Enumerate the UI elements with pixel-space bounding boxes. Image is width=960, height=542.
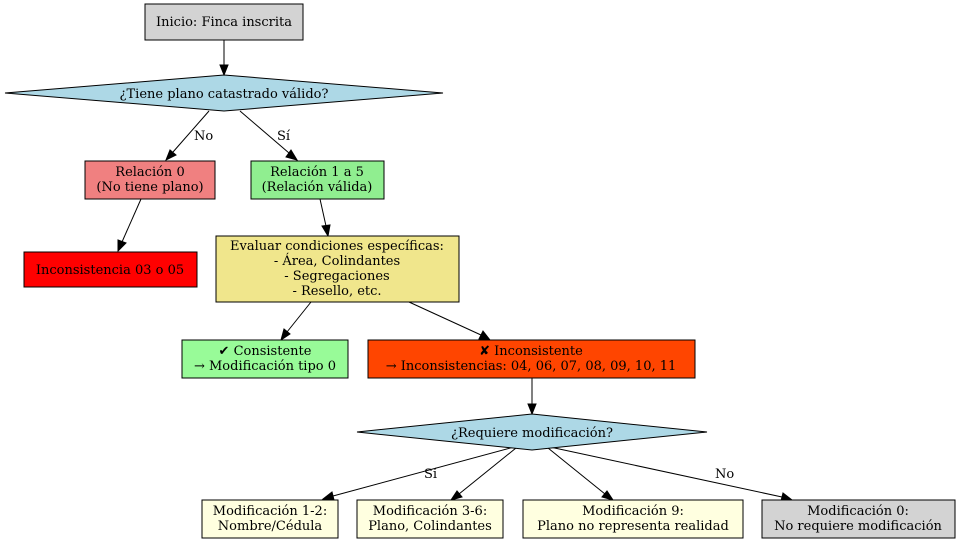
node-inconsistent: ✘ Inconsistente → Inconsistencias: 04, 0… xyxy=(367,339,696,379)
edge-label-plan-no: No xyxy=(194,129,213,144)
edge-label-plan-yes: Sí xyxy=(277,129,291,144)
node-mod-9: Modificación 9: Plano no representa real… xyxy=(522,499,744,539)
node-evaluate-line-2: - Área, Colindantes xyxy=(274,253,400,269)
arrowhead xyxy=(449,490,463,501)
edge-requires-to-mod-0 xyxy=(549,446,783,498)
node-has-plan-line: ¿Tiene plano catastrado válido? xyxy=(120,87,329,102)
node-requires-mod-decision: ¿Requiere modificación? xyxy=(356,413,708,451)
node-inconsistency-03-05: Inconsistencia 03 o 05 xyxy=(23,251,198,288)
edge-labels: No Sí Sí No xyxy=(194,129,734,482)
arrowhead xyxy=(117,239,127,253)
node-relation-0-line-2: (No tiene plano) xyxy=(96,180,203,195)
node-mod-9-box xyxy=(522,499,744,539)
node-inconsistency-03-05-box xyxy=(23,251,198,288)
node-relation-0: Relación 0 (No tiene plano) xyxy=(84,160,216,200)
arrowhead xyxy=(478,330,492,341)
node-evaluate-line-4: - Resello, etc. xyxy=(292,284,381,299)
edge-label-mod-yes: Sí xyxy=(424,467,438,482)
node-evaluate-box xyxy=(215,235,460,303)
edge-requires-to-mod-9 xyxy=(547,447,606,495)
arrowhead xyxy=(165,149,177,162)
node-start: Inicio: Finca inscrita xyxy=(144,3,304,41)
node-has-plan-decision: ¿Tiene plano catastrado válido? xyxy=(4,74,444,112)
node-consistent: ✔ Consistente → Modificación tipo 0 xyxy=(181,339,349,379)
edge-requires-to-mod-3-6 xyxy=(458,447,517,495)
node-has-plan-diamond xyxy=(4,74,444,112)
node-inconsistent-box xyxy=(367,339,696,379)
node-consistent-line-2: → Modificación tipo 0 xyxy=(194,359,336,374)
edge-evaluate-to-inconsistent xyxy=(408,301,482,336)
node-mod-3-6: Modificación 3-6: Plano, Colindantes xyxy=(356,499,504,539)
node-requires-mod-line: ¿Requiere modificación? xyxy=(451,426,613,441)
arrowhead xyxy=(280,328,291,342)
edge-relation-0-to-inconsistency xyxy=(121,198,142,243)
node-relation-1-5-box xyxy=(250,160,385,200)
node-mod-3-6-box xyxy=(356,499,504,539)
edge-label-mod-no: No xyxy=(715,467,734,482)
node-mod-3-6-line-2: Plano, Colindantes xyxy=(368,519,492,534)
node-mod-0-line-2: No requiere modificación xyxy=(774,519,942,534)
node-requires-mod-diamond xyxy=(356,413,708,451)
edges xyxy=(117,40,794,502)
node-mod-0: Modificación 0: No requiere modificación xyxy=(761,499,956,539)
node-consistent-box xyxy=(181,339,349,379)
node-mod-3-6-line-1: Modificación 3-6: xyxy=(373,504,487,519)
edge-evaluate-to-consistent xyxy=(286,301,312,333)
node-relation-1-5: Relación 1 a 5 (Relación válida) xyxy=(250,160,385,200)
arrowhead xyxy=(321,491,335,501)
node-evaluate-line-3: - Segregaciones xyxy=(284,269,389,284)
node-mod-1-2-line-1: Modificación 1-2: xyxy=(213,504,327,519)
node-mod-9-line-1: Modificación 9: xyxy=(582,504,684,519)
node-relation-1-5-line-2: (Relación válida) xyxy=(262,180,373,195)
node-mod-0-line-1: Modificación 0: xyxy=(807,504,909,519)
node-mod-9-line-2: Plano no representa realidad xyxy=(537,519,729,534)
node-inconsistency-03-05-line: Inconsistencia 03 o 05 xyxy=(36,263,184,278)
node-evaluate: Evaluar condiciones específicas: - Área,… xyxy=(215,235,460,303)
arrowhead xyxy=(285,149,299,161)
edge-requires-to-mod-1-2 xyxy=(332,446,515,497)
node-mod-1-2: Modificación 1-2: Nombre/Cédula xyxy=(201,499,339,539)
node-inconsistent-line-1: ✘ Inconsistente xyxy=(479,344,583,359)
arrowhead xyxy=(601,490,615,501)
node-start-box xyxy=(144,3,304,41)
edge-relation-1-5-to-evaluate xyxy=(319,198,327,227)
node-start-line: Inicio: Finca inscrita xyxy=(156,15,292,30)
arrowhead xyxy=(219,64,229,77)
node-mod-1-2-box xyxy=(201,499,339,539)
node-mod-0-box xyxy=(761,499,956,539)
node-evaluate-line-1: Evaluar condiciones específicas: xyxy=(230,239,444,254)
arrowhead xyxy=(321,224,331,238)
arrowhead xyxy=(527,403,537,416)
node-inconsistent-line-2: → Inconsistencias: 04, 06, 07, 08, 09, 1… xyxy=(386,359,677,374)
node-relation-0-line-1: Relación 0 xyxy=(115,165,184,180)
edge-decision-to-relation-1-5 xyxy=(239,110,290,154)
edge-decision-to-relation-0 xyxy=(172,110,210,153)
node-relation-1-5-line-1: Relación 1 a 5 xyxy=(270,165,364,180)
node-relation-0-box xyxy=(84,160,216,200)
node-mod-1-2-line-2: Nombre/Cédula xyxy=(218,519,323,534)
node-consistent-line-1: ✔ Consistente xyxy=(219,344,312,359)
